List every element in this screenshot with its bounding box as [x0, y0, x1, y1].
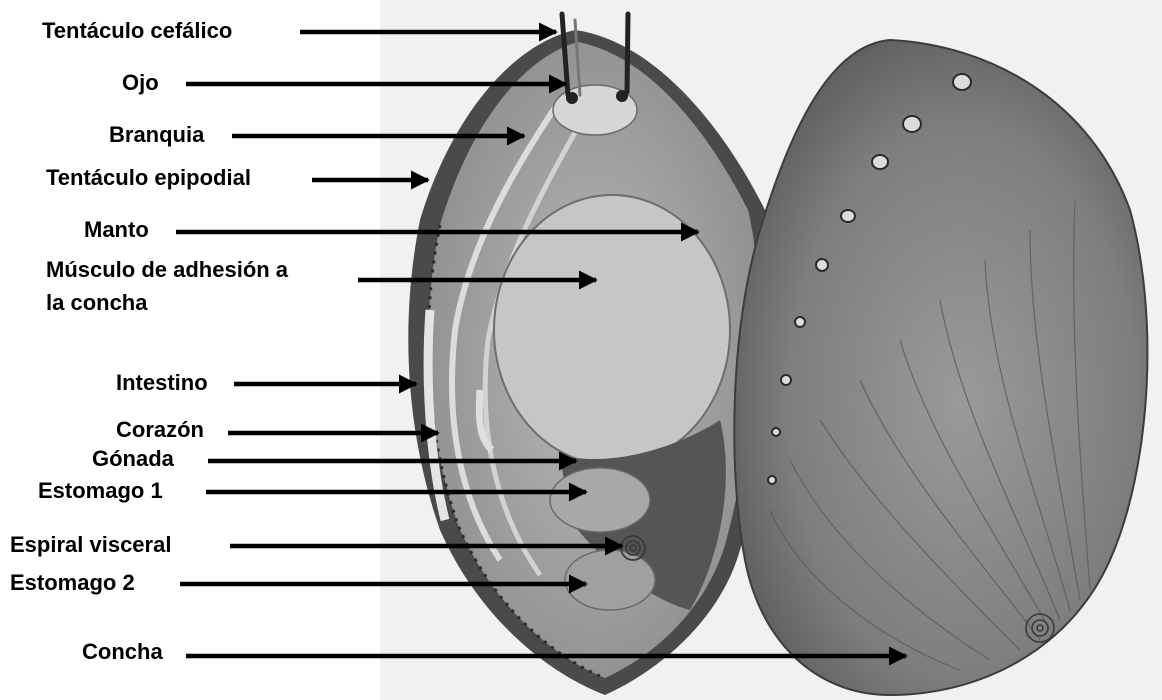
- label-intestino: Intestino: [116, 371, 208, 395]
- abalone-shell: [734, 40, 1147, 695]
- label-concha: Concha: [82, 640, 163, 664]
- label-ojo: Ojo: [122, 71, 159, 95]
- label-manto: Manto: [84, 218, 149, 242]
- label-tentaculo-epipodial: Tentáculo epipodial: [46, 166, 251, 190]
- label-corazon: Corazón: [116, 418, 204, 442]
- label-estomago1: Estomago 1: [38, 479, 163, 503]
- label-tentaculo-cefalico: Tentáculo cefálico: [42, 19, 232, 43]
- label-gonada: Gónada: [92, 447, 174, 471]
- label-branquia: Branquia: [109, 123, 204, 147]
- label-espiral-visceral: Espiral visceral: [10, 533, 171, 557]
- label-musculo-line1: Músculo de adhesión a: [46, 257, 288, 283]
- label-estomago2: Estomago 2: [10, 571, 135, 595]
- label-musculo-line2: la concha: [46, 290, 147, 316]
